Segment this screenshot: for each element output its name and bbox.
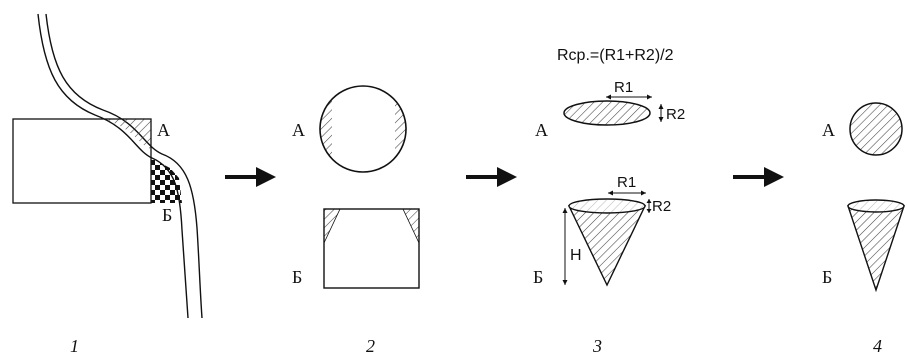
label-r2-cone: R2 xyxy=(652,198,671,215)
label-a-panel2: А xyxy=(292,120,305,140)
label-r1-cone: R1 xyxy=(617,174,636,191)
label-r1-top: R1 xyxy=(614,79,633,96)
square-b-hatch-right xyxy=(402,208,420,244)
arrow-2 xyxy=(466,167,517,187)
circle-a-final xyxy=(849,102,903,156)
road-edge-left xyxy=(37,13,189,319)
label-h: H xyxy=(570,247,582,264)
cone-b-body xyxy=(567,205,647,287)
arrow-1 xyxy=(225,167,276,187)
panel-2: А Б xyxy=(292,85,420,289)
ellipse-a xyxy=(563,100,651,126)
label-b-panel4: Б xyxy=(822,267,832,287)
label-a-panel3: А xyxy=(535,120,548,140)
step-number-4: 4 xyxy=(873,336,882,355)
segment-b-checkered xyxy=(151,158,182,203)
label-r2-top: R2 xyxy=(666,106,685,123)
panel-3: Rcp.=(R1+R2)/2 R1 R2 А R1 R2 H Б xyxy=(533,47,685,287)
step-number-2: 2 xyxy=(366,336,375,355)
circle-a-hatch-right xyxy=(395,86,406,172)
segment-a-hatched xyxy=(100,119,151,149)
label-b-panel1: Б xyxy=(162,205,172,225)
square-b xyxy=(323,208,420,289)
square-b-hatch-left xyxy=(323,208,341,244)
label-b-panel3: Б xyxy=(533,267,543,287)
road-edge-right xyxy=(45,13,203,319)
label-b-panel2: Б xyxy=(292,267,302,287)
panel-4: А Б xyxy=(822,102,905,293)
label-a-panel4: А xyxy=(822,120,835,140)
formula-text: Rcp.=(R1+R2)/2 xyxy=(557,47,674,64)
step-number-1: 1 xyxy=(70,336,79,355)
cone-b-final-body xyxy=(847,205,905,293)
step-number-3: 3 xyxy=(592,336,602,355)
label-a-panel1: А xyxy=(157,120,170,140)
arrow-3 xyxy=(733,167,784,187)
circle-a xyxy=(319,85,407,173)
panel-1: А Б xyxy=(12,13,203,319)
